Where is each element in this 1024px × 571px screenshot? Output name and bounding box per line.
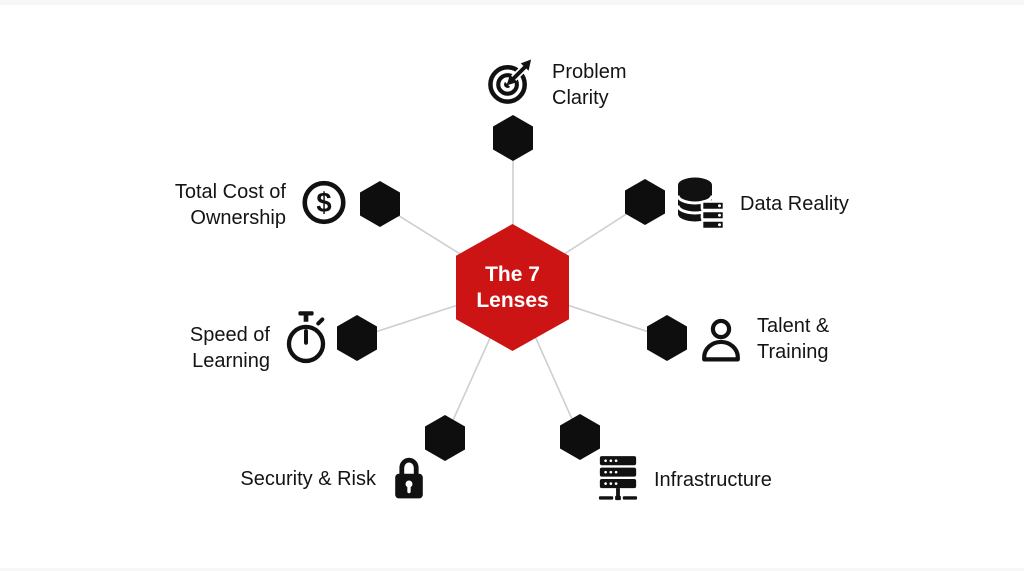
top-edge-strip (0, 0, 1024, 5)
database-icon (676, 177, 726, 230)
hexagon-data-reality (625, 179, 665, 225)
label-line: Learning (192, 349, 270, 372)
label-line: Total Cost of (174, 181, 286, 203)
dollar-icon: $ (302, 180, 346, 225)
person-icon (702, 318, 740, 362)
label-infrastructure: Infrastructure (654, 468, 772, 494)
label-line: Training (757, 340, 829, 363)
label-line: Ownership (190, 206, 286, 229)
target-icon (488, 58, 534, 104)
label-line: Speed of (189, 324, 270, 346)
hexagon-talent-training (647, 315, 687, 361)
server-icon (598, 456, 638, 501)
label-line: Security & Risk (240, 468, 376, 490)
stopwatch-icon (286, 311, 326, 364)
label-speed-of-learning: Speed of Learning (118, 323, 270, 374)
label-line: Infrastructure (654, 469, 772, 491)
label-line: Clarity (552, 86, 609, 109)
center-title-line1: The 7 (485, 262, 540, 286)
bottom-edge-strip (0, 568, 1024, 571)
label-total-cost-of-ownership: Total Cost of Ownership (118, 180, 286, 231)
svg-text:$: $ (316, 187, 331, 218)
label-security-risk: Security & Risk (200, 467, 376, 493)
label-problem-clarity: Problem Clarity (552, 60, 626, 111)
label-line: Problem (552, 61, 627, 83)
label-talent-training: Talent & Training (757, 314, 829, 365)
label-line: Data Reality (740, 193, 849, 215)
label-data-reality: Data Reality (740, 192, 849, 218)
label-line: Talent & (757, 315, 830, 337)
hexagon-infrastructure (560, 414, 600, 460)
center-title-line2: Lenses (476, 288, 549, 312)
lock-icon (395, 457, 423, 499)
